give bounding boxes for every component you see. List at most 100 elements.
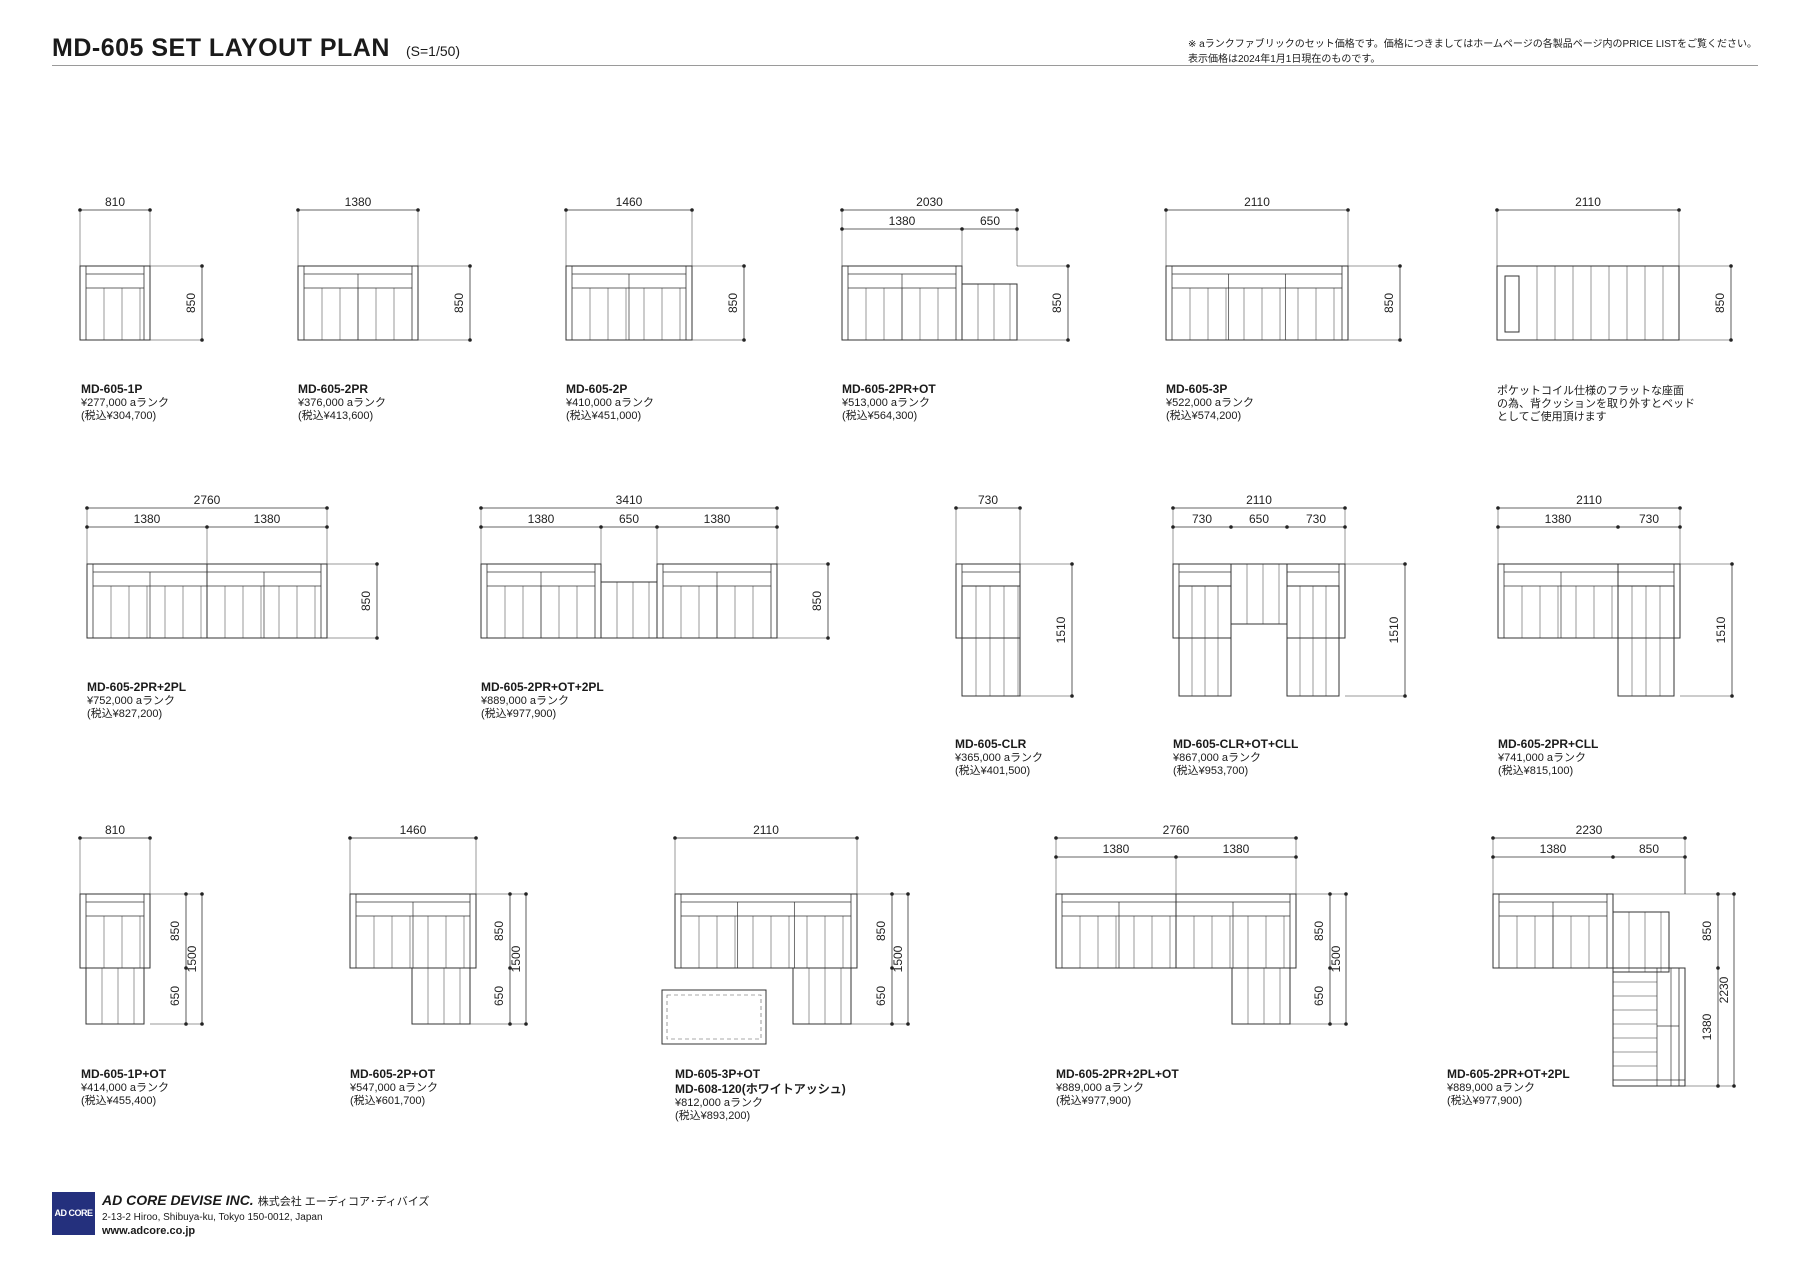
dimension-value: 1380 <box>134 512 161 526</box>
sofa-corner-2pl-outline <box>1612 967 1686 1087</box>
dimension-value: 810 <box>105 823 125 837</box>
dimension-tick <box>85 525 89 529</box>
dimension-value: 1380 <box>528 512 555 526</box>
ottoman-outline <box>1612 911 1670 973</box>
item-label-2p: MD-605-2P¥410,000 aランク(税込¥451,000) <box>566 382 655 422</box>
dimension-tick <box>1344 1022 1348 1026</box>
dimension-value: 1380 <box>1545 512 1572 526</box>
dimension-tick <box>325 525 329 529</box>
price-note-line-2: 表示価格は2024年1月1日現在のものです。 <box>1188 54 1381 65</box>
dimension-value: 1510 <box>1387 616 1401 643</box>
item-label-clr: MD-605-CLR¥365,000 aランク(税込¥401,500) <box>955 737 1044 777</box>
company-logo: AD CORE <box>52 1192 95 1235</box>
dimension-value: 850 <box>726 293 740 313</box>
dimension-value: 1460 <box>616 195 643 209</box>
item-label-3p: MD-605-3P¥522,000 aランク(税込¥574,200) <box>1166 382 1255 422</box>
company-name-ja: 株式会社 エーディコア･ディバイズ <box>257 1196 430 1208</box>
dimension-tick <box>1732 892 1736 896</box>
dimension-value: 850 <box>1312 921 1326 941</box>
item-label-2p-ot: MD-605-2P+OT¥547,000 aランク(税込¥601,700) <box>350 1067 439 1107</box>
dimension-value: 1380 <box>1700 1013 1714 1040</box>
dimension-value: 850 <box>359 591 373 611</box>
item-label-1p-ot: MD-605-1P+OT¥414,000 aランク(税込¥455,400) <box>81 1067 170 1107</box>
bed-mode-outline <box>1496 265 1680 341</box>
page-title: MD-605 SET LAYOUT PLAN <box>52 34 390 62</box>
dimension-value: 850 <box>168 921 182 941</box>
dimension-value: 2230 <box>1717 976 1731 1003</box>
dimension-value: 3410 <box>616 493 643 507</box>
dimension-value: 1510 <box>1054 616 1068 643</box>
dimension-value: 650 <box>874 986 888 1006</box>
item-label-1p: MD-605-1P¥277,000 aランク(税込¥304,700) <box>81 382 170 422</box>
dimension-value: 1380 <box>1103 842 1130 856</box>
dimension-value: 850 <box>1050 293 1064 313</box>
sofa-outline <box>674 893 858 969</box>
dimension-tick <box>200 892 204 896</box>
dimension-tick <box>524 892 528 896</box>
dimension-tick <box>1491 855 1495 859</box>
price-note-line-1: ※ aランクファブリックのセット価格です。価格につきましてはホームページの各製品… <box>1188 39 1757 50</box>
sofa-outline <box>206 563 328 639</box>
item-label-clr-ot-cll: MD-605-CLR+OT+CLL¥867,000 aランク(税込¥953,70… <box>1173 737 1299 777</box>
dimension-value: 650 <box>1249 512 1269 526</box>
coffee-table-inner <box>666 994 762 1040</box>
dimension-tick <box>1496 525 1500 529</box>
item-label-2pr: MD-605-2PR¥376,000 aランク(税込¥413,600) <box>298 382 387 422</box>
dimension-value: 1500 <box>891 945 905 972</box>
dimension-tick <box>1616 525 1620 529</box>
dimension-tick <box>524 1022 528 1026</box>
dimension-value: 650 <box>619 512 639 526</box>
dimension-value: 1500 <box>1329 945 1343 972</box>
ottoman-outline <box>1231 967 1291 1025</box>
item-label-2pr-cll: MD-605-2PR+CLL¥741,000 aランク(税込¥815,100) <box>1498 737 1599 777</box>
dimension-value: 2110 <box>1576 493 1602 507</box>
item-label-2pr-2pl-ot: MD-605-2PR+2PL+OT¥889,000 aランク(税込¥977,90… <box>1056 1067 1179 1107</box>
dimension-value: 850 <box>492 921 506 941</box>
dimension-tick <box>1611 855 1615 859</box>
dimension-value: 730 <box>1192 512 1212 526</box>
company-name: AD CORE DEVISE INC. <box>102 1192 254 1208</box>
dimension-tick <box>1716 966 1720 970</box>
dimension-tick <box>1054 855 1058 859</box>
dimension-tick <box>200 1022 204 1026</box>
dimension-tick <box>1328 966 1332 970</box>
dimension-tick <box>184 966 188 970</box>
dimension-tick <box>840 227 844 231</box>
ottoman-outline <box>792 967 852 1025</box>
dimension-value: 2110 <box>1246 493 1272 507</box>
ottoman-outline <box>411 967 471 1025</box>
dimension-tick <box>479 525 483 529</box>
ottoman-outline <box>600 581 658 639</box>
dimension-value: 2230 <box>1576 823 1603 837</box>
dimension-value: 650 <box>492 986 506 1006</box>
dimension-value: 810 <box>105 195 125 209</box>
bed-description: ポケットコイル仕様のフラットな座面の為、背クッションを取り外すとベッドとしてご使… <box>1497 385 1695 423</box>
dimension-value: 2110 <box>753 823 779 837</box>
dimension-value: 2110 <box>1575 195 1601 209</box>
sofa-outline <box>79 265 151 341</box>
ottoman-outline <box>85 967 145 1025</box>
chaise-back-outline <box>955 563 1021 639</box>
dimension-tick <box>1171 525 1175 529</box>
dimension-value: 730 <box>1639 512 1659 526</box>
item-label-2pr-ot-2pl-corner: MD-605-2PR+OT+2PL¥889,000 aランク(税込¥977,90… <box>1447 1067 1570 1107</box>
dimension-tick <box>1344 892 1348 896</box>
dimension-value: 850 <box>1713 293 1727 313</box>
item-label-2pr-ot-2pl: MD-605-2PR+OT+2PL¥889,000 aランク(税込¥977,90… <box>481 680 604 720</box>
bed-back-cushion <box>1504 275 1520 333</box>
cll-back <box>1286 563 1346 639</box>
dimension-value: 730 <box>1306 512 1326 526</box>
dimension-tick <box>906 1022 910 1026</box>
company-website-link[interactable]: www.adcore.co.jp <box>102 1225 196 1237</box>
dimension-tick <box>1678 525 1682 529</box>
dimension-value: 1460 <box>400 823 427 837</box>
ottoman-outline <box>1230 563 1288 625</box>
scale-label: (S=1/50) <box>406 43 461 59</box>
dimension-value: 850 <box>1700 921 1714 941</box>
dimension-tick <box>508 966 512 970</box>
dimension-value: 1380 <box>254 512 281 526</box>
dimension-value: 730 <box>978 493 998 507</box>
dimension-value: 2760 <box>1163 823 1190 837</box>
dimension-value: 850 <box>1639 842 1659 856</box>
dimension-value: 1380 <box>889 214 916 228</box>
